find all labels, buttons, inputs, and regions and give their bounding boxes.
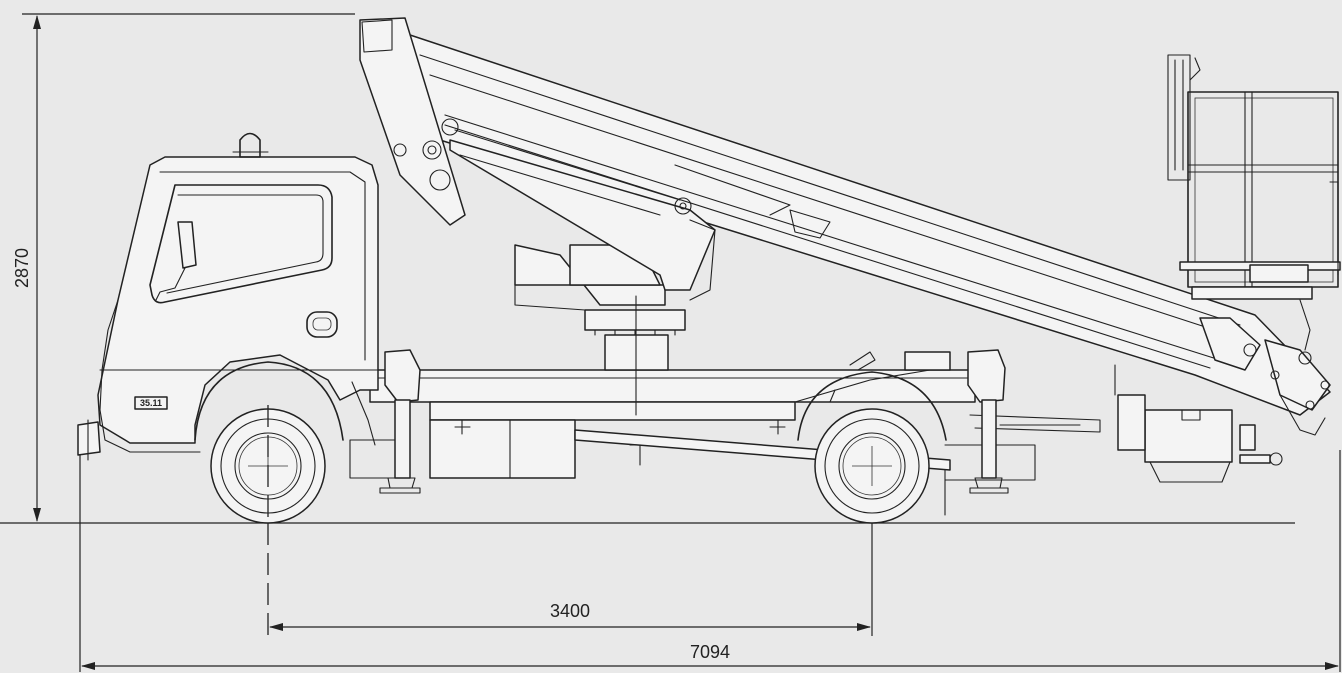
cab-plate-text: 35.11 <box>140 398 162 408</box>
height-dimension: 2870 <box>12 13 355 522</box>
rear-toolbox <box>1114 364 1283 483</box>
wheelbase-dimension: 3400 <box>267 523 873 636</box>
overall-length-dimension-label: 7094 <box>690 642 730 662</box>
aerial-basket <box>1167 54 1341 351</box>
front-wheel <box>194 361 344 525</box>
rear-wheel <box>797 371 947 524</box>
rear-stabilizer <box>967 349 1009 494</box>
overall-length-dimension: 7094 <box>79 450 1341 672</box>
boom-lift-arm <box>359 17 716 301</box>
cab-plate <box>134 396 168 410</box>
wheelbase-dimension-label: 3400 <box>550 601 590 621</box>
front-stabilizer <box>379 349 421 494</box>
height-dimension-label: 2870 <box>12 248 32 288</box>
truck-cab: 35.11 <box>77 132 379 461</box>
